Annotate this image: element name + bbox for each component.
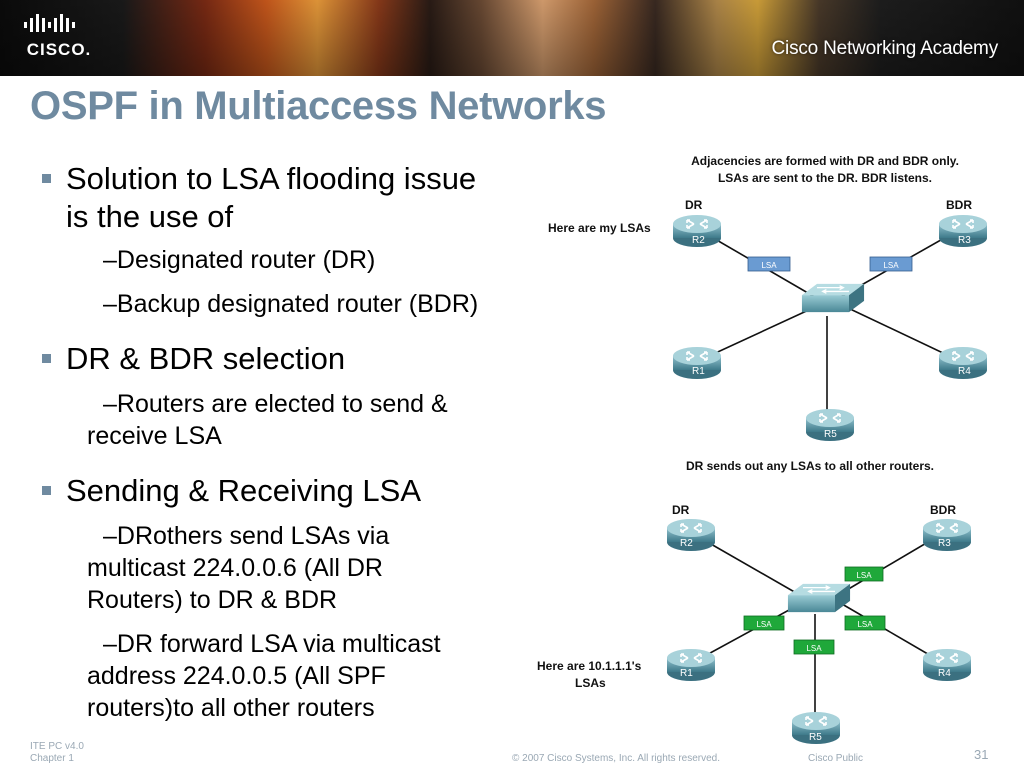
switch-icon <box>787 583 851 613</box>
router-label: R2 <box>692 235 705 246</box>
sub-bullet-text: –Routers are elected to send & <box>103 390 448 418</box>
lsa-tag <box>869 256 913 272</box>
cisco-wordmark: CISCO. <box>26 40 92 59</box>
ospf-diagrams: Adjacencies are formed with DR and BDR o… <box>537 154 988 745</box>
lsa-label: LSA <box>806 644 822 653</box>
bullet-1: Solution to LSA flooding issue is the us… <box>36 160 536 236</box>
lsa-label: LSA <box>883 261 899 270</box>
sub-bullet-text: Routers) to DR & BDR <box>87 586 338 614</box>
lsa-tag <box>793 639 835 655</box>
bullet-text: is the use of <box>66 199 234 234</box>
bullet-2: DR & BDR selection <box>36 340 536 378</box>
bullet-list: Solution to LSA flooding issue is the us… <box>36 160 536 724</box>
router-label: R4 <box>958 366 971 377</box>
sub-bullet: –DRothers send LSAs via multicast 224.0.… <box>87 520 536 616</box>
router-label: R1 <box>692 366 705 377</box>
router-label: R1 <box>680 668 693 679</box>
lsa-label: LSA <box>756 620 772 629</box>
footer-classification: Cisco Public <box>808 753 864 764</box>
cisco-logo: CISCO. <box>16 12 96 62</box>
bullet-text: Sending & Receiving LSA <box>66 473 422 508</box>
bullet-square-icon <box>42 486 51 495</box>
top-caption-line2: LSAs are sent to the DR. BDR listens. <box>718 171 932 185</box>
sub-bullet-text: –DR forward LSA via multicast <box>103 630 441 658</box>
cisco-bridge-icon <box>24 14 75 32</box>
footer-copyright: © 2007 Cisco Systems, Inc. All rights re… <box>512 753 721 764</box>
slide-title: OSPF in Multiaccess Networks <box>30 84 607 128</box>
lsa-tag <box>844 566 884 582</box>
bdr-label: BDR <box>930 503 956 517</box>
router-label: R3 <box>958 235 971 246</box>
speech-text: Here are 10.1.1.1's <box>537 659 642 673</box>
router-label: R5 <box>824 429 837 440</box>
footer-version: ITE PC v4.0 <box>30 741 84 752</box>
sub-bullet: –Designated router (DR) <box>103 244 536 276</box>
lsa-tag <box>743 615 785 631</box>
router-label: R4 <box>938 668 951 679</box>
lsa-label: LSA <box>761 261 777 270</box>
dr-label: DR <box>672 503 690 517</box>
sub-bullet-text: multicast 224.0.0.6 (All DR <box>87 554 383 582</box>
sub-bullet-text: –Designated router (DR) <box>103 246 376 274</box>
lsa-tag <box>844 615 886 631</box>
bullet-square-icon <box>42 174 51 183</box>
lsa-tag <box>747 256 791 272</box>
speech-text: LSAs <box>575 676 606 690</box>
sub-bullet-text: –Backup designated router (BDR) <box>103 290 479 318</box>
header-banner: CISCO. Cisco Networking Academy <box>0 0 1024 76</box>
sub-bullet-text: routers)to all other routers <box>87 694 375 722</box>
bullet-text: DR & BDR selection <box>66 341 346 376</box>
sub-bullet-text: address 224.0.0.5 (All SPF <box>87 662 386 690</box>
lsa-label: LSA <box>856 571 872 580</box>
router-label: R3 <box>938 538 951 549</box>
page-number: 31 <box>974 747 989 762</box>
router-label: R5 <box>809 732 822 743</box>
bdr-label: BDR <box>946 198 972 212</box>
academy-name: Cisco Networking Academy <box>771 38 999 59</box>
banner-shade <box>0 0 1024 76</box>
footer-chapter: Chapter 1 <box>30 753 74 764</box>
sub-bullet: –Backup designated router (BDR) <box>103 288 536 320</box>
dr-label: DR <box>685 198 703 212</box>
sub-bullet-text: –DRothers send LSAs via <box>103 522 390 550</box>
bottom-caption: DR sends out any LSAs to all other route… <box>686 459 934 473</box>
lsa-label: LSA <box>857 620 873 629</box>
top-caption-line1: Adjacencies are formed with DR and BDR o… <box>691 154 959 168</box>
bullet-3: Sending & Receiving LSA <box>36 472 536 510</box>
sub-bullet-text: receive LSA <box>87 422 222 450</box>
bullet-square-icon <box>42 354 51 363</box>
speech-text: Here are my LSAs <box>548 221 651 235</box>
bullet-text: Solution to LSA flooding issue <box>66 161 477 196</box>
sub-bullet: –Routers are elected to send & receive L… <box>87 388 536 452</box>
switch-icon <box>801 283 865 313</box>
router-label: R2 <box>680 538 693 549</box>
sub-bullet: –DR forward LSA via multicast address 22… <box>87 628 536 724</box>
